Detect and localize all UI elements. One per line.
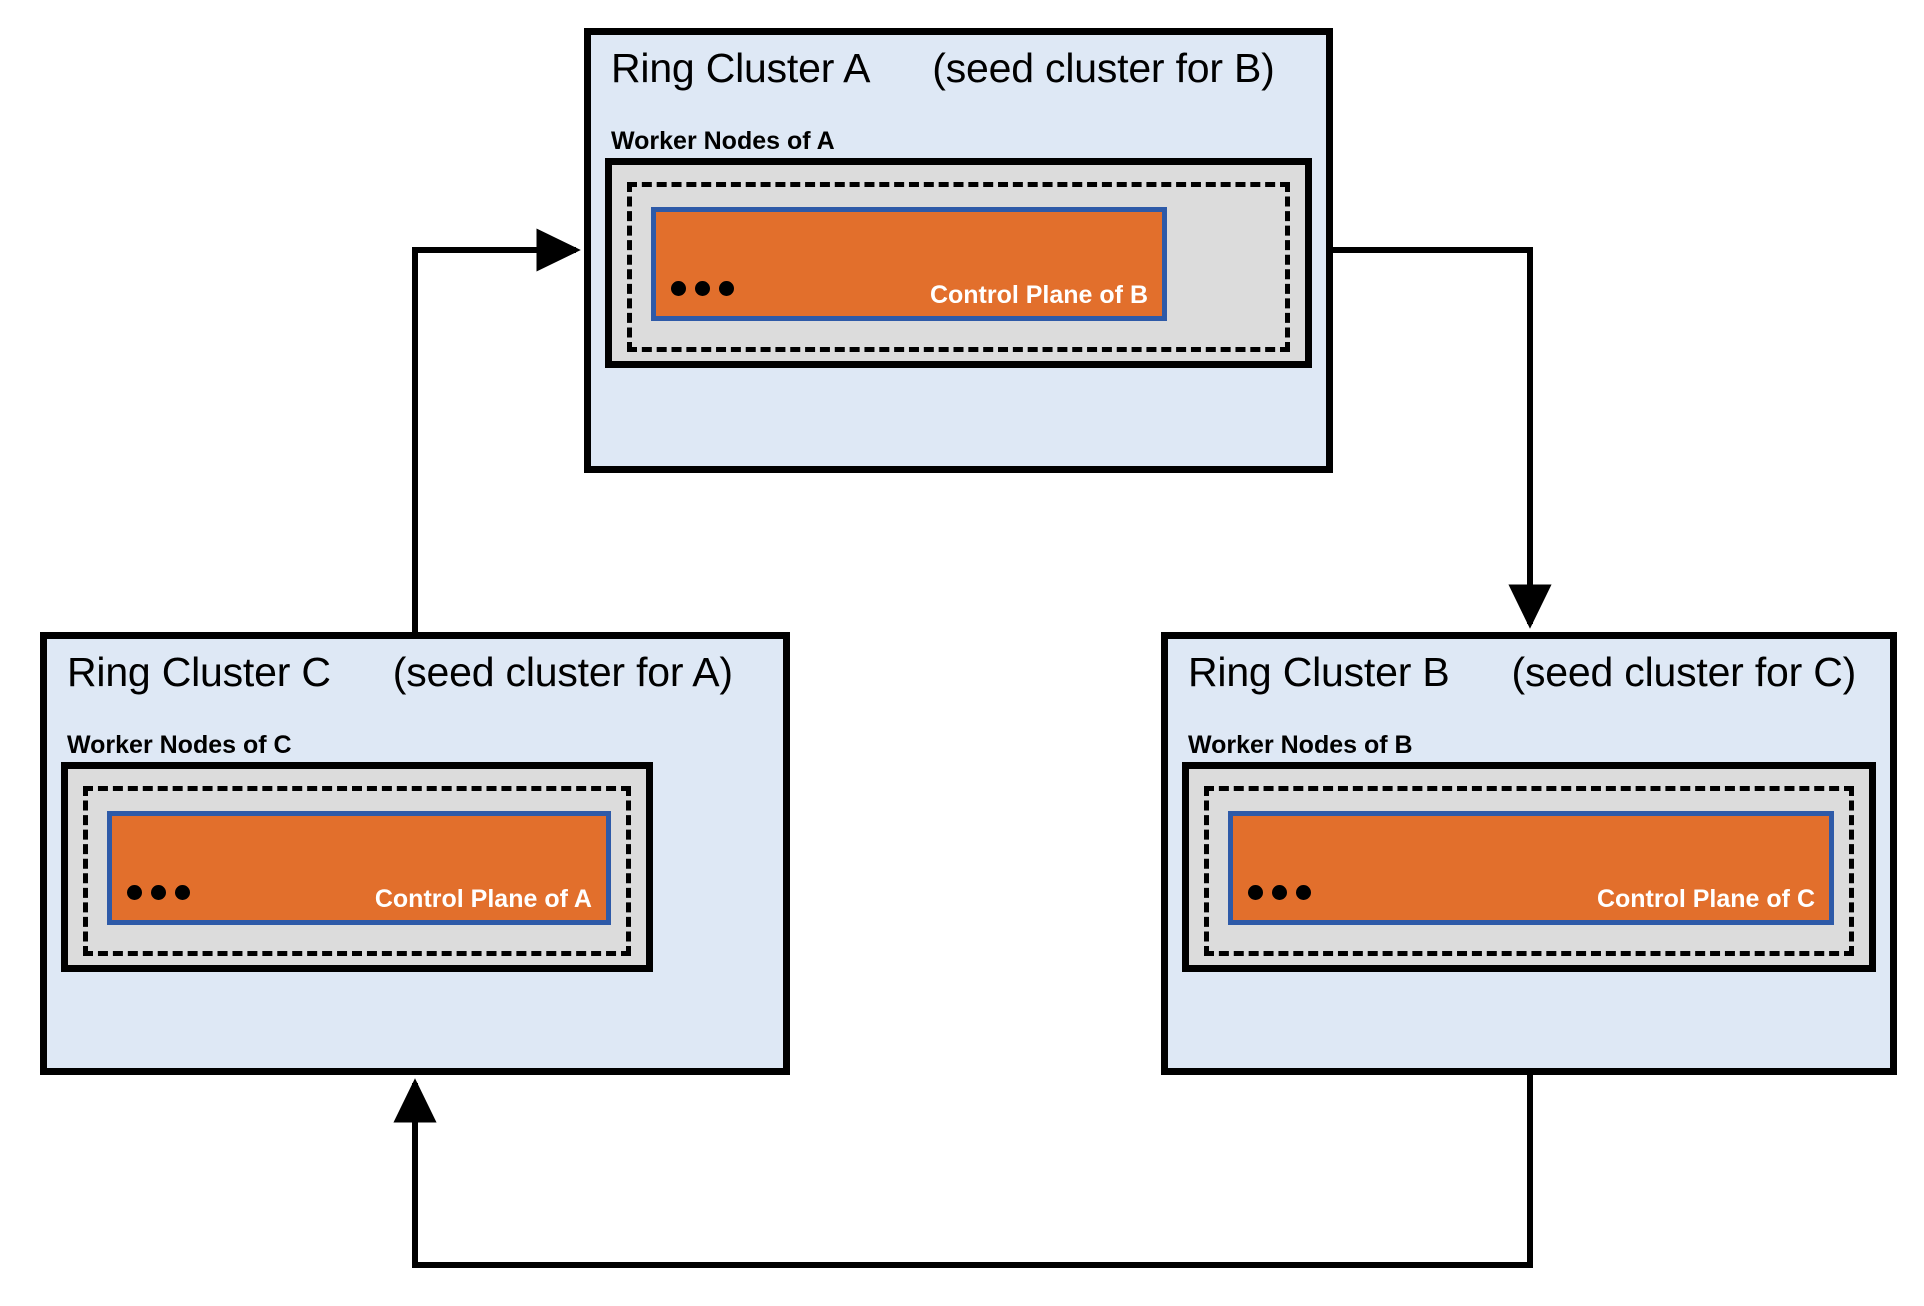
cluster-c-title-main: Ring Cluster C bbox=[67, 649, 331, 695]
cluster-c-node-box[interactable]: Control Plane of A bbox=[83, 786, 631, 956]
cluster-c-title: Ring Cluster C (seed cluster for A) bbox=[67, 649, 733, 696]
arrow-b-to-c bbox=[393, 1075, 1533, 1268]
cluster-b-node-box[interactable]: Control Plane of C bbox=[1204, 786, 1854, 956]
cluster-c-control-plane[interactable]: Control Plane of A bbox=[107, 811, 611, 925]
dot bbox=[671, 281, 686, 296]
dot bbox=[1248, 885, 1263, 900]
cluster-a-ellipsis-dots bbox=[671, 281, 734, 296]
cluster-a-control-plane-label: Control Plane of B bbox=[929, 281, 1148, 309]
cluster-b-control-plane-label: Control Plane of C bbox=[1596, 885, 1815, 913]
dot bbox=[719, 281, 734, 296]
cluster-a-title-sub: (seed cluster for B) bbox=[932, 45, 1275, 91]
cluster-c-ellipsis-dots bbox=[127, 885, 190, 900]
cluster-c-control-plane-label: Control Plane of A bbox=[374, 885, 592, 913]
cluster-a-worker-label: Worker Nodes of A bbox=[611, 127, 835, 155]
dot bbox=[127, 885, 142, 900]
cluster-a-title: Ring Cluster A (seed cluster for B) bbox=[611, 45, 1275, 92]
cluster-b-worker-label: Worker Nodes of B bbox=[1188, 731, 1413, 759]
cluster-a-node-box[interactable]: Control Plane of B bbox=[627, 182, 1290, 352]
cluster-b-title-sub: (seed cluster for C) bbox=[1511, 649, 1857, 695]
cluster-a[interactable]: Ring Cluster A (seed cluster for B) Worke… bbox=[584, 28, 1333, 473]
cluster-a-control-plane[interactable]: Control Plane of B bbox=[651, 207, 1167, 321]
cluster-c[interactable]: Ring Cluster C (seed cluster for A) Worke… bbox=[40, 632, 790, 1075]
dot bbox=[175, 885, 190, 900]
cluster-b-title: Ring Cluster B (seed cluster for C) bbox=[1188, 649, 1856, 696]
cluster-b-ellipsis-dots bbox=[1248, 885, 1311, 900]
dot bbox=[151, 885, 166, 900]
cluster-b-title-main: Ring Cluster B bbox=[1188, 649, 1450, 695]
dot bbox=[1272, 885, 1287, 900]
dot bbox=[1296, 885, 1311, 900]
cluster-b-worker-box[interactable]: Control Plane of C bbox=[1182, 762, 1876, 972]
cluster-c-title-sub: (seed cluster for A) bbox=[392, 649, 733, 695]
cluster-a-worker-box[interactable]: Control Plane of B bbox=[605, 158, 1312, 368]
cluster-c-worker-label: Worker Nodes of C bbox=[67, 731, 292, 759]
cluster-a-title-main: Ring Cluster A bbox=[611, 45, 871, 91]
dot bbox=[695, 281, 710, 296]
cluster-c-worker-box[interactable]: Control Plane of A bbox=[61, 762, 653, 972]
cluster-b-control-plane[interactable]: Control Plane of C bbox=[1228, 811, 1834, 925]
arrow-a-to-b bbox=[1333, 247, 1552, 629]
arrow-c-to-a bbox=[412, 228, 581, 632]
cluster-b[interactable]: Ring Cluster B (seed cluster for C) Worke… bbox=[1161, 632, 1897, 1075]
